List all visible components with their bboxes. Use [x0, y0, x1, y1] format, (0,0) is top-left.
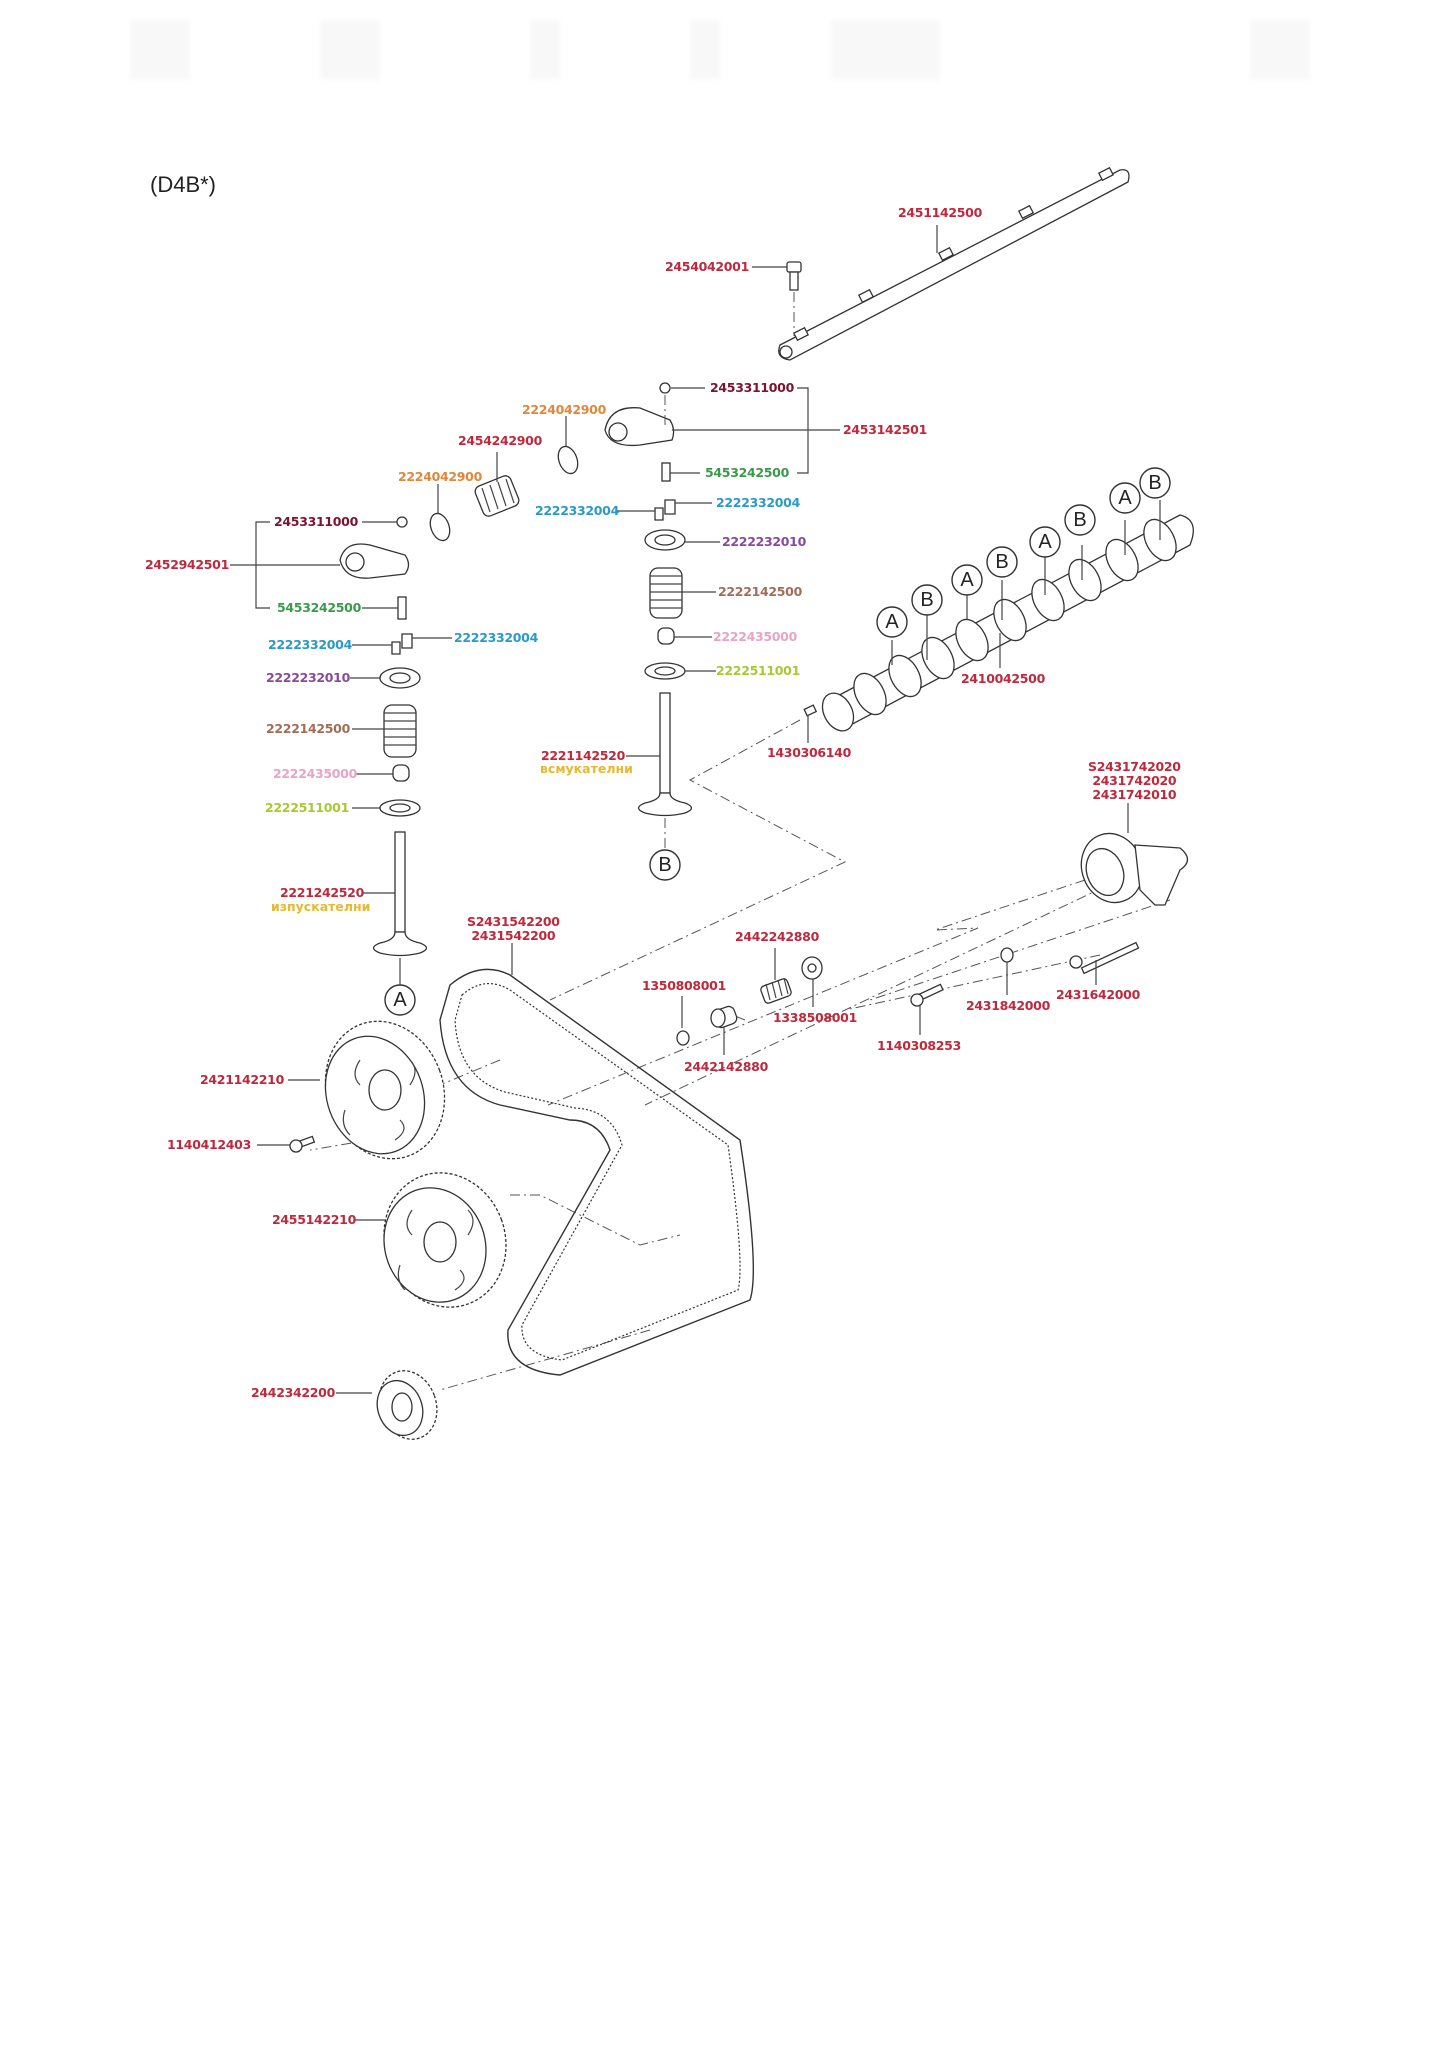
ref-mark-a: A — [1029, 526, 1061, 558]
part-label[interactable]: 2410042500 — [961, 671, 1045, 686]
svg-text:A: A — [885, 611, 899, 633]
part-label[interactable]: 5453242500 — [277, 600, 361, 615]
part-label[interactable]: 2222435000 — [273, 766, 357, 781]
part-label[interactable]: 2454242900 — [458, 433, 542, 448]
part-label[interactable]: 2431842000 — [966, 998, 1050, 1013]
valve-spring-left-drawing — [383, 704, 417, 758]
bleed-through-ghost — [130, 20, 190, 80]
svg-text:A: A — [1118, 487, 1132, 509]
part-label[interactable]: 2453311000 — [274, 514, 358, 529]
part-label[interactable]: 1430306140 — [767, 745, 851, 760]
part-label-line: 2431542200 — [471, 928, 556, 943]
ref-mark-a: A — [384, 984, 416, 1016]
part-label[interactable]: 1140412403 — [167, 1137, 251, 1152]
shaft-bolt-drawing — [786, 261, 802, 291]
part-label[interactable]: 2221142520 — [541, 748, 625, 763]
part-label[interactable]: 2222332004 — [268, 637, 352, 652]
camshaft-drawing — [821, 514, 1194, 732]
sprocket-bolt-drawing — [289, 1135, 316, 1153]
part-label[interactable]: 2421142210 — [200, 1072, 284, 1087]
part-label[interactable]: 2222332004 — [454, 630, 538, 645]
part-label-timing-belt[interactable]: S2431542200 2431542200 — [467, 915, 560, 943]
crank-sprocket-drawing — [376, 1370, 438, 1440]
exhaust-valve-drawing — [372, 831, 428, 957]
part-label[interactable]: 2452942501 — [145, 557, 229, 572]
ref-mark-b: B — [986, 546, 1018, 578]
timing-belt-drawing — [439, 968, 755, 1376]
part-label[interactable]: 2442342200 — [251, 1385, 335, 1400]
part-label[interactable]: 2453142501 — [843, 422, 927, 437]
bleed-through-ghost — [690, 20, 720, 80]
part-label[interactable]: 2222142500 — [718, 584, 802, 599]
part-label[interactable]: 2442142880 — [684, 1059, 768, 1074]
part-label[interactable]: 1140308253 — [877, 1038, 961, 1053]
part-label[interactable]: 1338508001 — [773, 1010, 857, 1025]
tensioner-drawing — [1080, 832, 1189, 906]
part-label[interactable]: 2453311000 — [710, 380, 794, 395]
ref-mark-b: B — [911, 584, 943, 616]
svg-text:B: B — [995, 551, 1008, 573]
part-label[interactable]: 2454042001 — [665, 259, 749, 274]
bleed-through-ghost — [830, 20, 940, 80]
ref-mark-b: B — [1139, 467, 1171, 499]
pump-sprocket-drawing — [383, 1172, 507, 1308]
svg-text:A: A — [960, 569, 974, 591]
part-label-line: 2431742010 — [1092, 787, 1177, 802]
svg-text:B: B — [1073, 509, 1086, 531]
svg-text:B: B — [1148, 472, 1161, 494]
part-note-intake: всмукателни — [540, 761, 633, 776]
bleed-through-ghost — [1250, 20, 1310, 80]
part-label[interactable]: 2222332004 — [716, 495, 800, 510]
svg-text:B: B — [920, 589, 933, 611]
part-label-line: S2431542200 — [467, 914, 560, 929]
ref-mark-b: B — [1064, 504, 1096, 536]
part-label[interactable]: 2222232010 — [722, 534, 806, 549]
part-label[interactable]: 2455142210 — [272, 1212, 356, 1227]
part-label-line: 2431742020 — [1092, 773, 1177, 788]
part-label[interactable]: 2221242520 — [280, 885, 364, 900]
spacer-drawing — [710, 1005, 738, 1029]
part-label[interactable]: 2224042900 — [398, 469, 482, 484]
part-note-exhaust: изпускателни — [271, 899, 371, 914]
part-label[interactable]: 2222142500 — [266, 721, 350, 736]
ref-mark-a: A — [876, 606, 908, 638]
part-label[interactable]: 2451142500 — [898, 205, 982, 220]
ref-mark-b: B — [649, 849, 681, 881]
part-label[interactable]: 2222435000 — [713, 629, 797, 644]
bleed-through-ghost — [530, 20, 560, 80]
svg-text:B: B — [658, 854, 671, 876]
shaft-spring-drawing — [474, 475, 520, 517]
part-label[interactable]: 2222332004 — [535, 503, 619, 518]
part-label-line: S2431742020 — [1088, 759, 1181, 774]
ref-mark-a: A — [951, 564, 983, 596]
engine-code-title: (D4B*) — [150, 172, 217, 197]
part-label[interactable]: 2222511001 — [716, 663, 800, 678]
svg-text:A: A — [393, 989, 407, 1011]
svg-text:A: A — [1038, 531, 1052, 553]
bolt-2431642000-drawing — [1069, 941, 1140, 975]
cam-sprocket-drawing — [324, 1020, 446, 1160]
part-label[interactable]: 2222511001 — [265, 800, 349, 815]
part-label[interactable]: 2442242880 — [735, 929, 819, 944]
part-label[interactable]: 2431642000 — [1056, 987, 1140, 1002]
valve-spring-right-drawing — [649, 567, 683, 619]
ref-mark-a: A — [1109, 482, 1141, 514]
part-label[interactable]: 5453242500 — [705, 465, 789, 480]
rocker-shaft-drawing — [778, 166, 1130, 361]
bolt-1140308253-drawing — [910, 983, 944, 1007]
part-label-tensioner[interactable]: S2431742020 2431742020 2431742010 — [1088, 760, 1181, 802]
bleed-through-ghost — [320, 20, 380, 80]
part-label[interactable]: 2222232010 — [266, 670, 350, 685]
intake-valve-drawing — [637, 692, 693, 817]
tensioner-spring-drawing — [760, 977, 792, 1004]
part-label[interactable]: 1350808001 — [642, 978, 726, 993]
part-label[interactable]: 2224042900 — [522, 402, 606, 417]
